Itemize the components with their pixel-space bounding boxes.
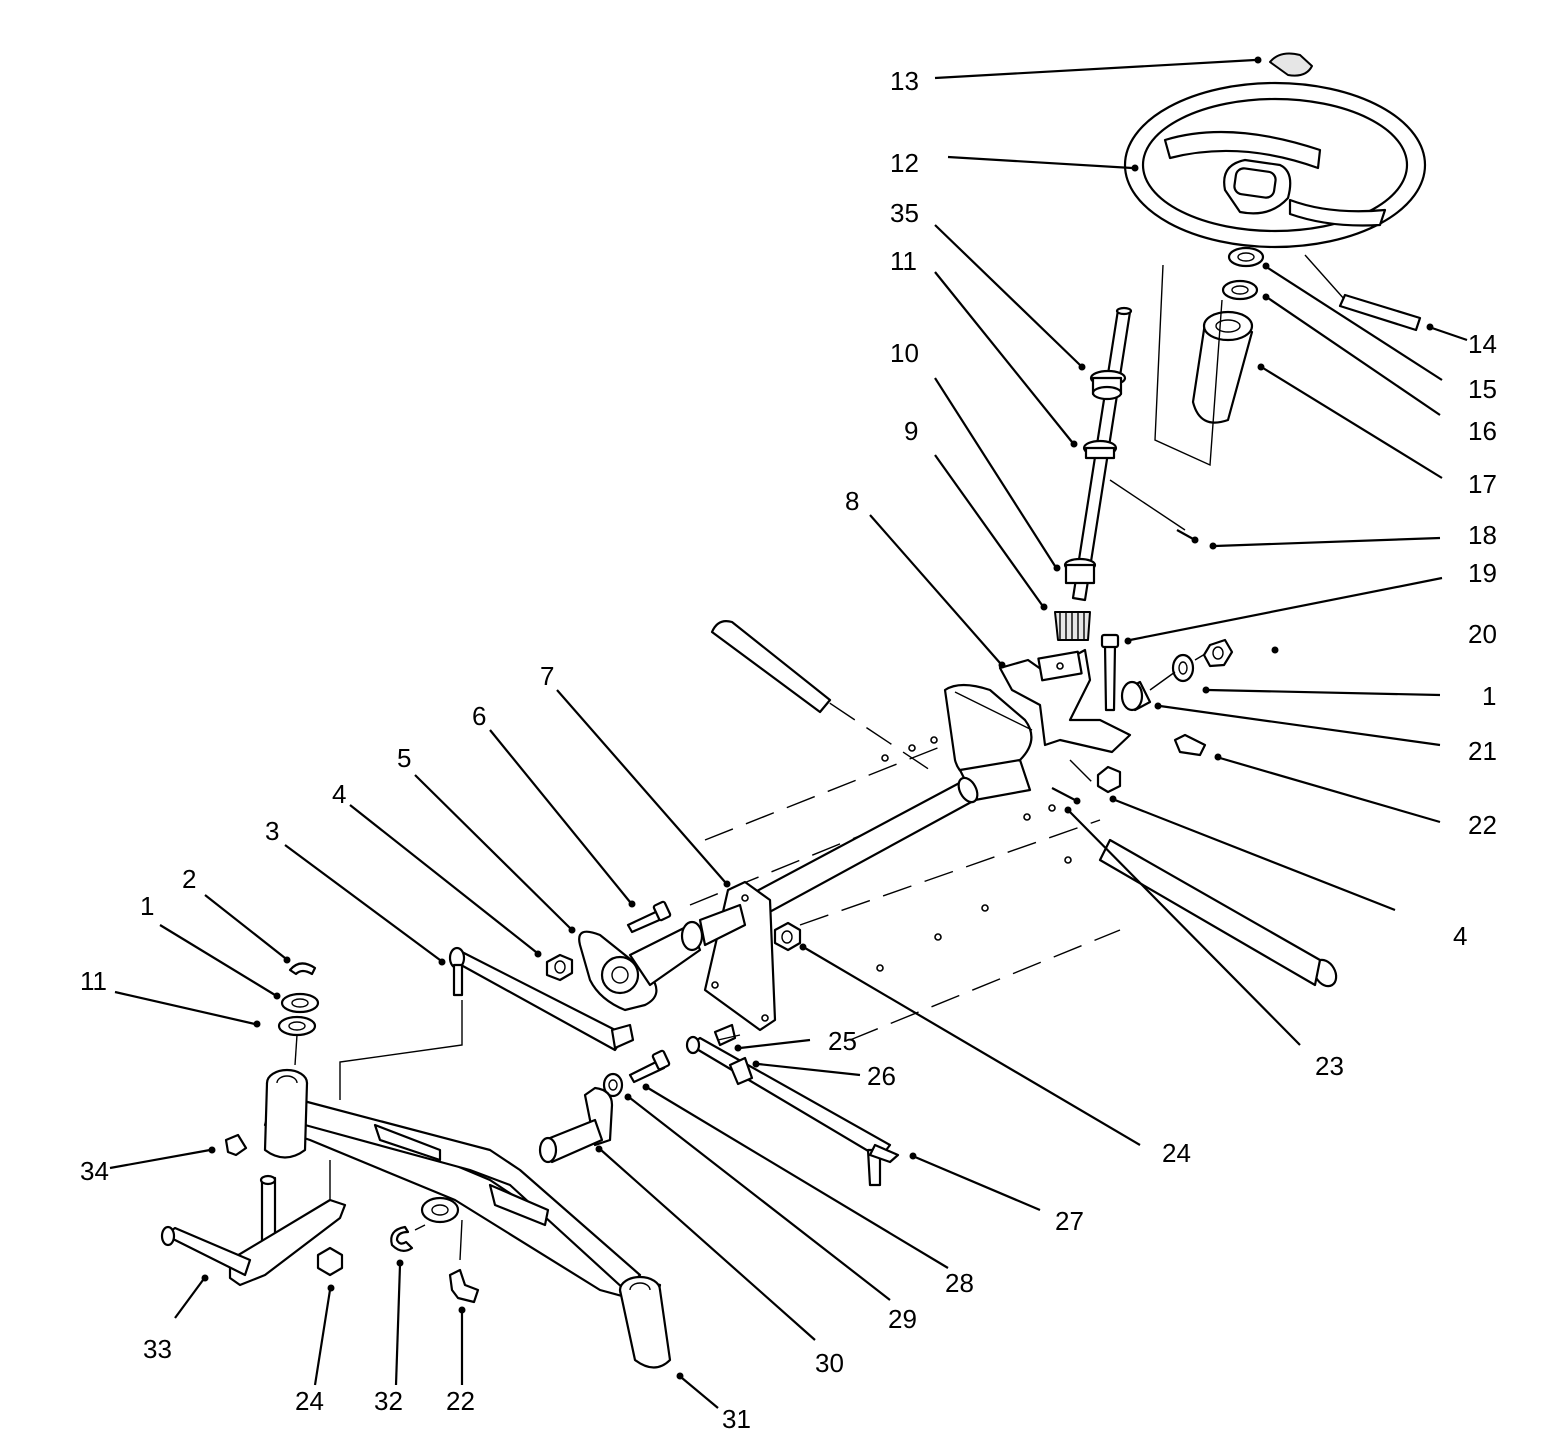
drag-link [448, 946, 635, 1052]
callout-7: 7 [540, 661, 554, 691]
leader-lines [109, 56, 1468, 1409]
callout-24-lower: 24 [295, 1386, 324, 1416]
callout-33: 33 [143, 1334, 172, 1364]
callout-5: 5 [397, 743, 411, 773]
callout-1-left: 1 [140, 891, 154, 921]
callout-14: 14 [1468, 329, 1497, 359]
column-bracket-outline [1154, 264, 1223, 467]
callout-11: 11 [890, 246, 917, 276]
steering-wheel [1123, 81, 1427, 249]
assembly-lines [329, 1000, 741, 1261]
chassis-dashed-outline [689, 620, 1338, 1041]
tie-rod [685, 1023, 900, 1187]
callout-16: 16 [1468, 416, 1497, 446]
flange-nut [545, 953, 574, 982]
callout-17: 17 [1468, 469, 1497, 499]
front-axle [263, 1068, 672, 1369]
grease-fitting-lower [448, 1268, 480, 1304]
left-spindle [160, 1174, 347, 1287]
callout-35: 35 [890, 198, 919, 228]
callout-31: 31 [722, 1404, 751, 1434]
callout-21: 21 [1468, 736, 1497, 766]
callout-13: 13 [890, 66, 919, 96]
callout-3: 3 [265, 816, 279, 846]
callout-4-left: 4 [332, 779, 346, 809]
callout-25: 25 [828, 1026, 857, 1056]
spindle-bolt [628, 1049, 671, 1084]
grease-fitting-upper [1173, 733, 1207, 757]
callout-22-right: 22 [1468, 810, 1497, 840]
flange-bolt [626, 900, 672, 934]
callout-23: 23 [1315, 1051, 1344, 1081]
callout-6: 6 [472, 701, 486, 731]
callout-12: 12 [890, 148, 919, 178]
callout-18: 18 [1468, 520, 1497, 550]
callout-19: 19 [1468, 558, 1497, 588]
callout-9: 9 [904, 416, 918, 446]
right-spindle [538, 1086, 614, 1164]
steering-tube [738, 776, 979, 922]
callout-20: 20 [1468, 619, 1497, 649]
callout-11-left: 11 [80, 966, 107, 996]
callout-4-right: 4 [1453, 921, 1467, 951]
steering-shaft [1054, 306, 1186, 641]
plate-nut [773, 921, 802, 952]
upper-spacers [1221, 246, 1265, 301]
callout-1-right: 1 [1482, 681, 1496, 711]
callout-labels: 13 12 35 11 10 9 14 15 16 17 18 19 8 20 … [80, 66, 1497, 1434]
spindle-washer [602, 1072, 624, 1098]
steering-gear-bracket [998, 648, 1132, 754]
callout-34: 34 [80, 1156, 109, 1186]
callout-27: 27 [1055, 1206, 1084, 1236]
callout-24-right: 24 [1162, 1138, 1191, 1168]
callout-29: 29 [888, 1304, 917, 1334]
steering-wheel-cap [1269, 52, 1313, 77]
callout-26: 26 [867, 1061, 896, 1091]
callout-28: 28 [945, 1268, 974, 1298]
spindle-nut [316, 1246, 344, 1277]
callout-8: 8 [845, 486, 859, 516]
bearing-flange [578, 903, 747, 1012]
kingpin-hardware [277, 962, 320, 1066]
callout-10: 10 [890, 338, 919, 368]
grease-fitting-axle [224, 1133, 248, 1157]
callout-22-lower: 22 [446, 1386, 475, 1416]
axle-e-clip [390, 1225, 414, 1252]
callout-2: 2 [182, 864, 196, 894]
callout-30: 30 [815, 1348, 844, 1378]
steering-column-sleeve [1191, 310, 1254, 424]
callout-32: 32 [374, 1386, 403, 1416]
callout-15: 15 [1468, 374, 1497, 404]
roll-pin [1304, 254, 1422, 332]
pivot-hardware [1096, 633, 1234, 794]
